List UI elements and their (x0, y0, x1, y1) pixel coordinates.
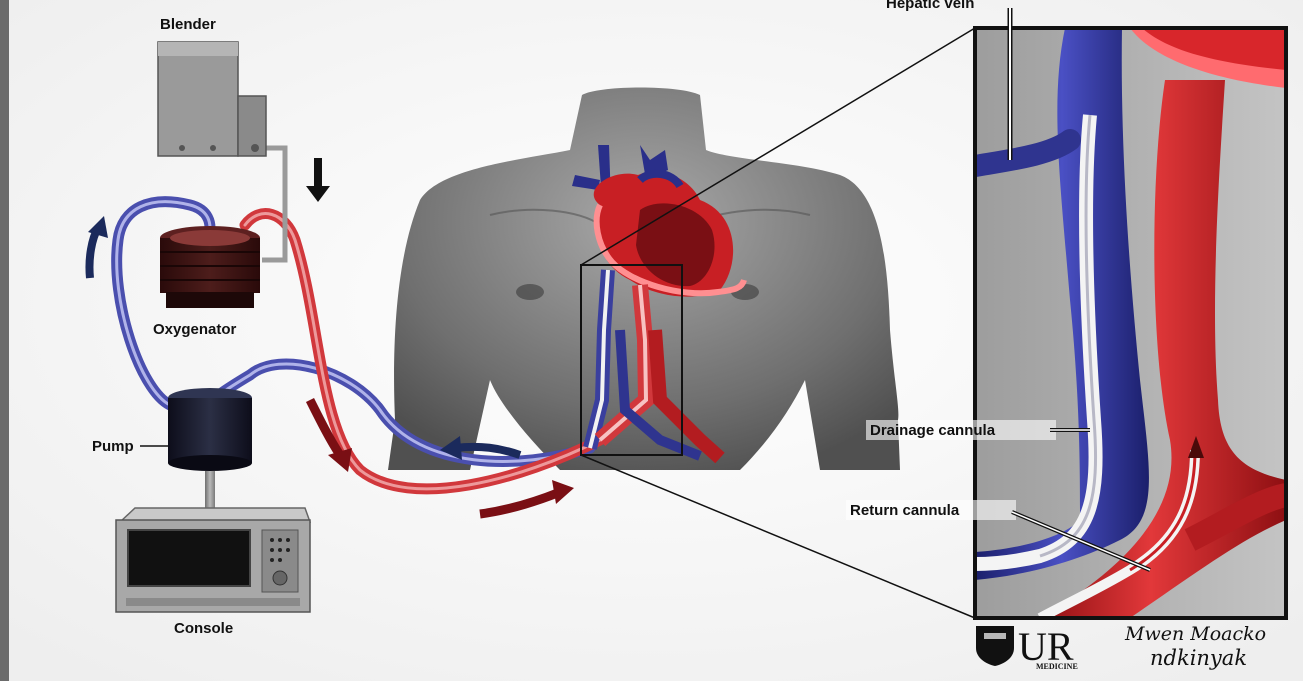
console-device (116, 508, 310, 612)
signature-line-2: ndkinyak (1150, 646, 1247, 670)
oxygenator-label: Oxygenator (153, 321, 237, 338)
oxygenator-device (160, 226, 260, 308)
blender-label: Blender (160, 16, 216, 33)
hepatic-vein-label: Hepatic vein (886, 0, 974, 12)
console-label: Console (174, 620, 233, 637)
logo-medicine: MEDICINE (1036, 662, 1078, 671)
pump-label: Pump (92, 438, 134, 455)
left-edge-bar (0, 0, 9, 681)
ur-medicine-logo: UR MEDICINE (976, 624, 1078, 671)
return-cannula-label: Return cannula (850, 502, 960, 519)
inset-panel (975, 28, 1286, 618)
signature-line-1: Mwen Moacko (1124, 623, 1266, 645)
drainage-cannula-label: Drainage cannula (870, 422, 996, 439)
